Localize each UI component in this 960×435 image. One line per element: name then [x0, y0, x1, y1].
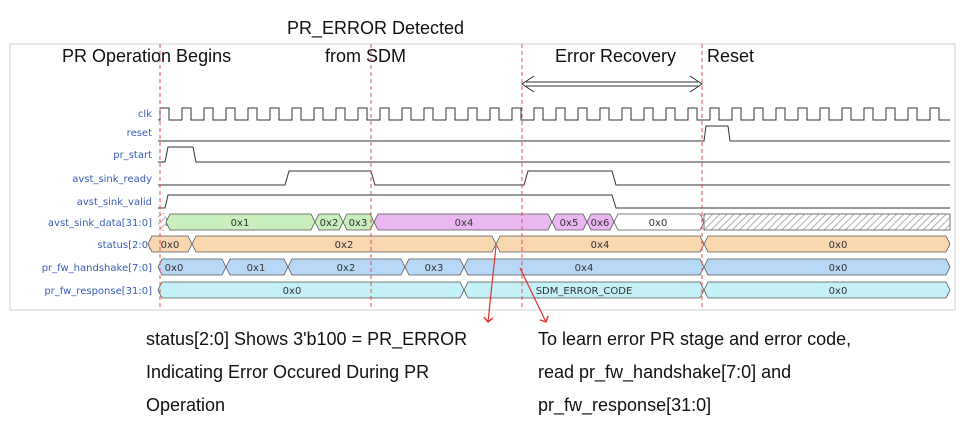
- handshake-seg-6: [703, 258, 951, 276]
- handshake-value-2: 0x1: [247, 263, 266, 274]
- annotation-pr-error-line1: PR_ERROR Detected: [287, 18, 464, 39]
- clk-trace: [158, 107, 950, 121]
- handshake-value-5: 0x4: [575, 263, 594, 274]
- pr-start-waveform: [158, 146, 950, 163]
- signal-label-avst-sink-data: avst_sink_data[31:0]: [48, 218, 152, 229]
- response-value-2: SDM_ERROR_CODE: [536, 286, 633, 297]
- signal-label-pr-start: pr_start: [113, 150, 152, 161]
- data-value-6: 0x6: [591, 218, 610, 229]
- data-value-2: 0x2: [320, 218, 339, 229]
- status-seg-4: [703, 235, 951, 253]
- status-value-3: 0x4: [591, 240, 610, 251]
- annotation-reset: Reset: [707, 46, 754, 66]
- data-value-1: 0x1: [231, 218, 250, 229]
- data-hatch-end: [703, 213, 951, 231]
- signal-labels: clk reset pr_start avst_sink_ready avst_…: [42, 109, 152, 297]
- status-value-1: 0x0: [161, 240, 180, 251]
- status-note-line2: Indicating Error Occured During PR: [146, 362, 429, 382]
- handshake-value-3: 0x2: [337, 263, 356, 274]
- response-bus: [157, 281, 951, 299]
- learn-note-line1: To learn error PR stage and error code,: [538, 329, 851, 349]
- status-note-line1: status[2:0] Shows 3'b100 = PR_ERROR: [146, 329, 467, 350]
- data-value-3: 0x3: [349, 218, 368, 229]
- annotation-pr-begins: PR Operation Begins: [62, 46, 231, 66]
- handshake-value-1: 0x0: [165, 263, 184, 274]
- data-value-7: 0x0: [649, 218, 668, 229]
- signal-label-reset: reset: [127, 128, 152, 139]
- reset-waveform: [158, 125, 950, 142]
- arrow-to-handshake: [519, 267, 546, 322]
- response-value-1: 0x0: [283, 286, 302, 297]
- signal-label-avst-sink-valid: avst_sink_valid: [77, 197, 152, 208]
- status-value-2: 0x2: [335, 240, 354, 251]
- signal-label-clk: clk: [138, 109, 152, 120]
- response-seg-1: [157, 281, 465, 299]
- data-value-5: 0x5: [560, 218, 579, 229]
- marker-lines: [159, 44, 703, 310]
- signal-label-pr-fw-response: pr_fw_response[31:0]: [44, 286, 152, 297]
- learn-note-line3: pr_fw_response[31:0]: [538, 395, 711, 416]
- clk-waveform: [158, 107, 950, 121]
- handshake-value-4: 0x3: [425, 263, 444, 274]
- response-value-3: 0x0: [829, 286, 848, 297]
- handshake-value-6: 0x0: [829, 263, 848, 274]
- status-bus: [147, 235, 951, 253]
- learn-note-line2: read pr_fw_handshake[7:0] and: [538, 362, 791, 383]
- signal-label-avst-sink-ready: avst_sink_ready: [72, 174, 152, 185]
- status-note-line3: Operation: [146, 395, 225, 415]
- avst-sink-ready-waveform: [158, 170, 950, 186]
- response-seg-3: [703, 281, 951, 299]
- arrow-to-status: [488, 245, 497, 322]
- avst-sink-data-bus: [157, 213, 951, 231]
- signal-label-status: status[2:0]: [97, 240, 152, 251]
- avst-sink-valid-waveform: [158, 194, 950, 209]
- callout-arrows: [488, 245, 546, 322]
- data-value-4: 0x4: [455, 218, 474, 229]
- annotation-error-recovery: Error Recovery: [555, 46, 676, 66]
- status-value-4: 0x0: [829, 240, 848, 251]
- error-recovery-span-arrow: [521, 75, 703, 93]
- handshake-bus: [157, 258, 951, 276]
- signal-label-pr-fw-handshake: pr_fw_handshake[7:0]: [42, 263, 152, 274]
- annotation-pr-error-line2: from SDM: [325, 46, 406, 66]
